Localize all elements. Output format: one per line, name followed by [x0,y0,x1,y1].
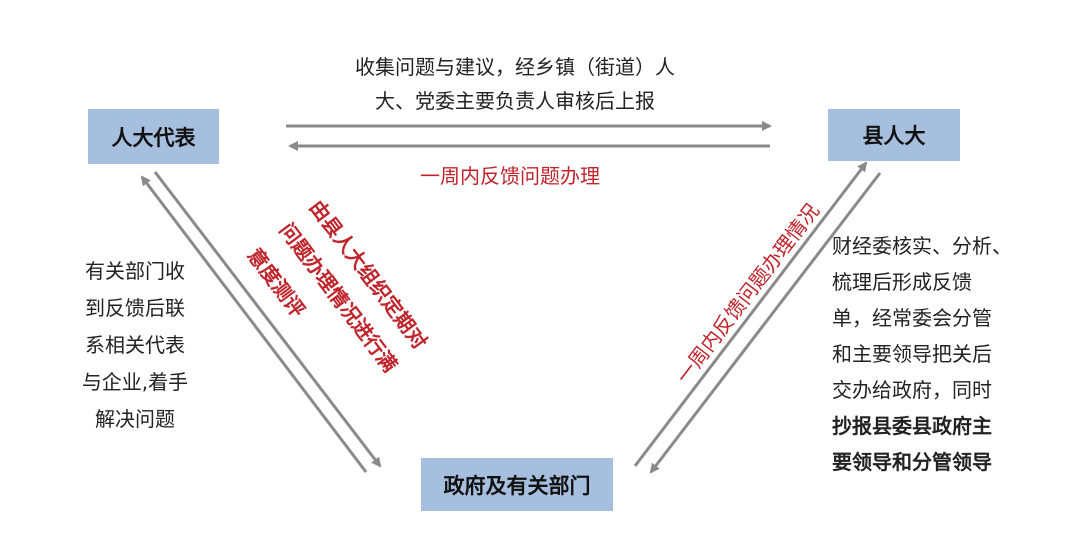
node-representative: 人大代表 [88,109,219,164]
label-submit-issues-line-2: 大、党委主要负责人审核后上报 [375,89,655,113]
label-weekly-feedback: 一周内反馈问题办理 [420,164,600,188]
label-finance-committee-line-3: 单，经常委会分管 [832,306,992,330]
label-finance-committee-line-1: 财经委核实、分析、 [832,234,1012,258]
label-finance-committee-bold-line-2: 要领导和分管领导 [832,450,992,474]
arrow-gov-to-rep [140,175,368,473]
label-finance-committee: 财经委核实、分析、 梳理后形成反馈 单，经常委会分管 和主要领导把关后 交办给政… [832,228,1022,480]
label-departments-contact-line-1: 有关部门收 [85,259,185,283]
label-departments-contact-line-2: 到反馈后联 [85,296,185,320]
label-departments-contact-line-3: 系相关代表 [85,333,185,357]
label-finance-committee-line-5: 交办给政府，同时 [832,378,992,402]
label-departments-contact: 有关部门收 到反馈后联 系相关代表 与企业,着手 解决问题 [70,253,200,438]
arrow-gov-to-county [633,161,868,467]
label-submit-issues: 收集问题与建议，经乡镇（街道）人 大、党委主要负责人审核后上报 [320,50,710,118]
label-finance-committee-line-2: 梳理后形成反馈 [832,270,972,294]
node-government-departments: 政府及有关部门 [421,458,613,511]
label-finance-committee-bold-line-1: 抄报县委县政府主 [832,414,992,438]
node-county-congress: 县人大 [828,109,960,161]
label-finance-committee-line-4: 和主要领导把关后 [832,342,992,366]
label-departments-contact-line-5: 解决问题 [95,407,175,431]
arrow-county-to-gov [649,172,882,474]
arrow-rep-to-gov [153,171,382,468]
label-submit-issues-line-1: 收集问题与建议，经乡镇（街道）人 [355,55,675,79]
label-departments-contact-line-4: 与企业,着手 [81,370,189,394]
